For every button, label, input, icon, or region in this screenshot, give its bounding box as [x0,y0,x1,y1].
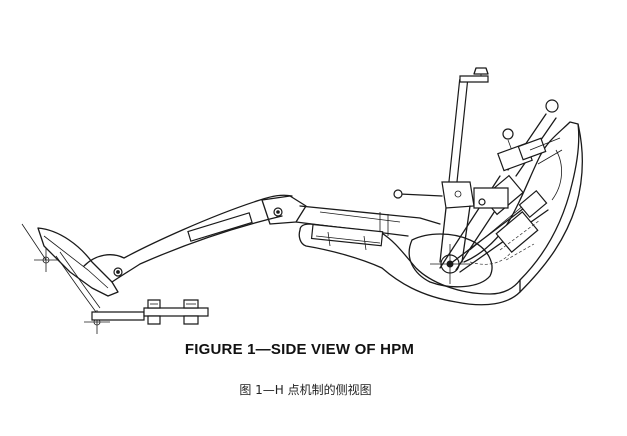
lower-leg [84,195,292,282]
figure-caption-en: FIGURE 1—SIDE VIEW OF HPM [184,341,415,358]
knee-joint [262,196,306,224]
figure-caption-cn: 图 1—H 点机制的侧视图 [239,383,372,397]
foot-bar [92,300,208,324]
head-probe [498,100,562,176]
foot-pan [38,228,118,312]
back-angle-rod [448,68,488,188]
heel-crosshair [22,224,58,272]
hip-plate [394,182,508,262]
